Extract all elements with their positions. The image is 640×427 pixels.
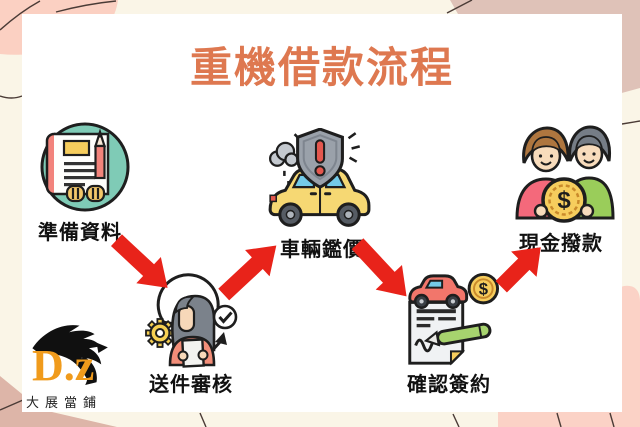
document-text-lines	[64, 162, 104, 187]
people-cash-coin-icon: $	[515, 125, 615, 223]
step-label-1: 準備資料	[38, 222, 122, 244]
check-circle-icon	[212, 304, 238, 330]
documents-pencil-icon	[40, 122, 130, 212]
blob-bottom-left	[0, 376, 117, 427]
exclamation-mark	[314, 139, 326, 164]
eagle-icon	[32, 325, 108, 386]
contract-sign-icon: $	[408, 272, 500, 366]
step-label-3: 車輛鑑價	[280, 239, 364, 261]
hands	[65, 184, 106, 203]
pencil-body	[94, 144, 106, 180]
dollar-coin-icon: $	[541, 177, 587, 223]
flow-arrow-2	[218, 245, 277, 301]
step-label-2: 送件審核	[149, 374, 233, 396]
pen-icon	[423, 322, 492, 347]
blob-bottom-right	[498, 411, 640, 427]
cycle-arrow	[156, 273, 220, 327]
car-shield-appraisal-icon	[268, 128, 371, 227]
svg-text:$: $	[557, 187, 571, 214]
exhaust-cloud	[269, 141, 299, 167]
logo-brand-text: D.z	[32, 341, 95, 390]
contract-text-lines	[416, 309, 456, 328]
gear-icon	[145, 318, 175, 348]
flow-arrow-4	[495, 247, 541, 293]
person-review-icon	[145, 273, 238, 368]
logo-company-name: 大展當鋪	[26, 395, 103, 410]
car-wheels	[278, 202, 361, 227]
page-title: 重機借款流程	[189, 44, 454, 91]
company-logo: D.z 大展當鋪	[24, 318, 120, 412]
svg-text:$: $	[479, 280, 489, 299]
step-label-4: 確認簽約	[407, 374, 491, 396]
dollar-coin-icon: $	[467, 272, 500, 305]
flow-arrow-1	[110, 234, 168, 288]
flow-arrow-3	[351, 238, 407, 297]
